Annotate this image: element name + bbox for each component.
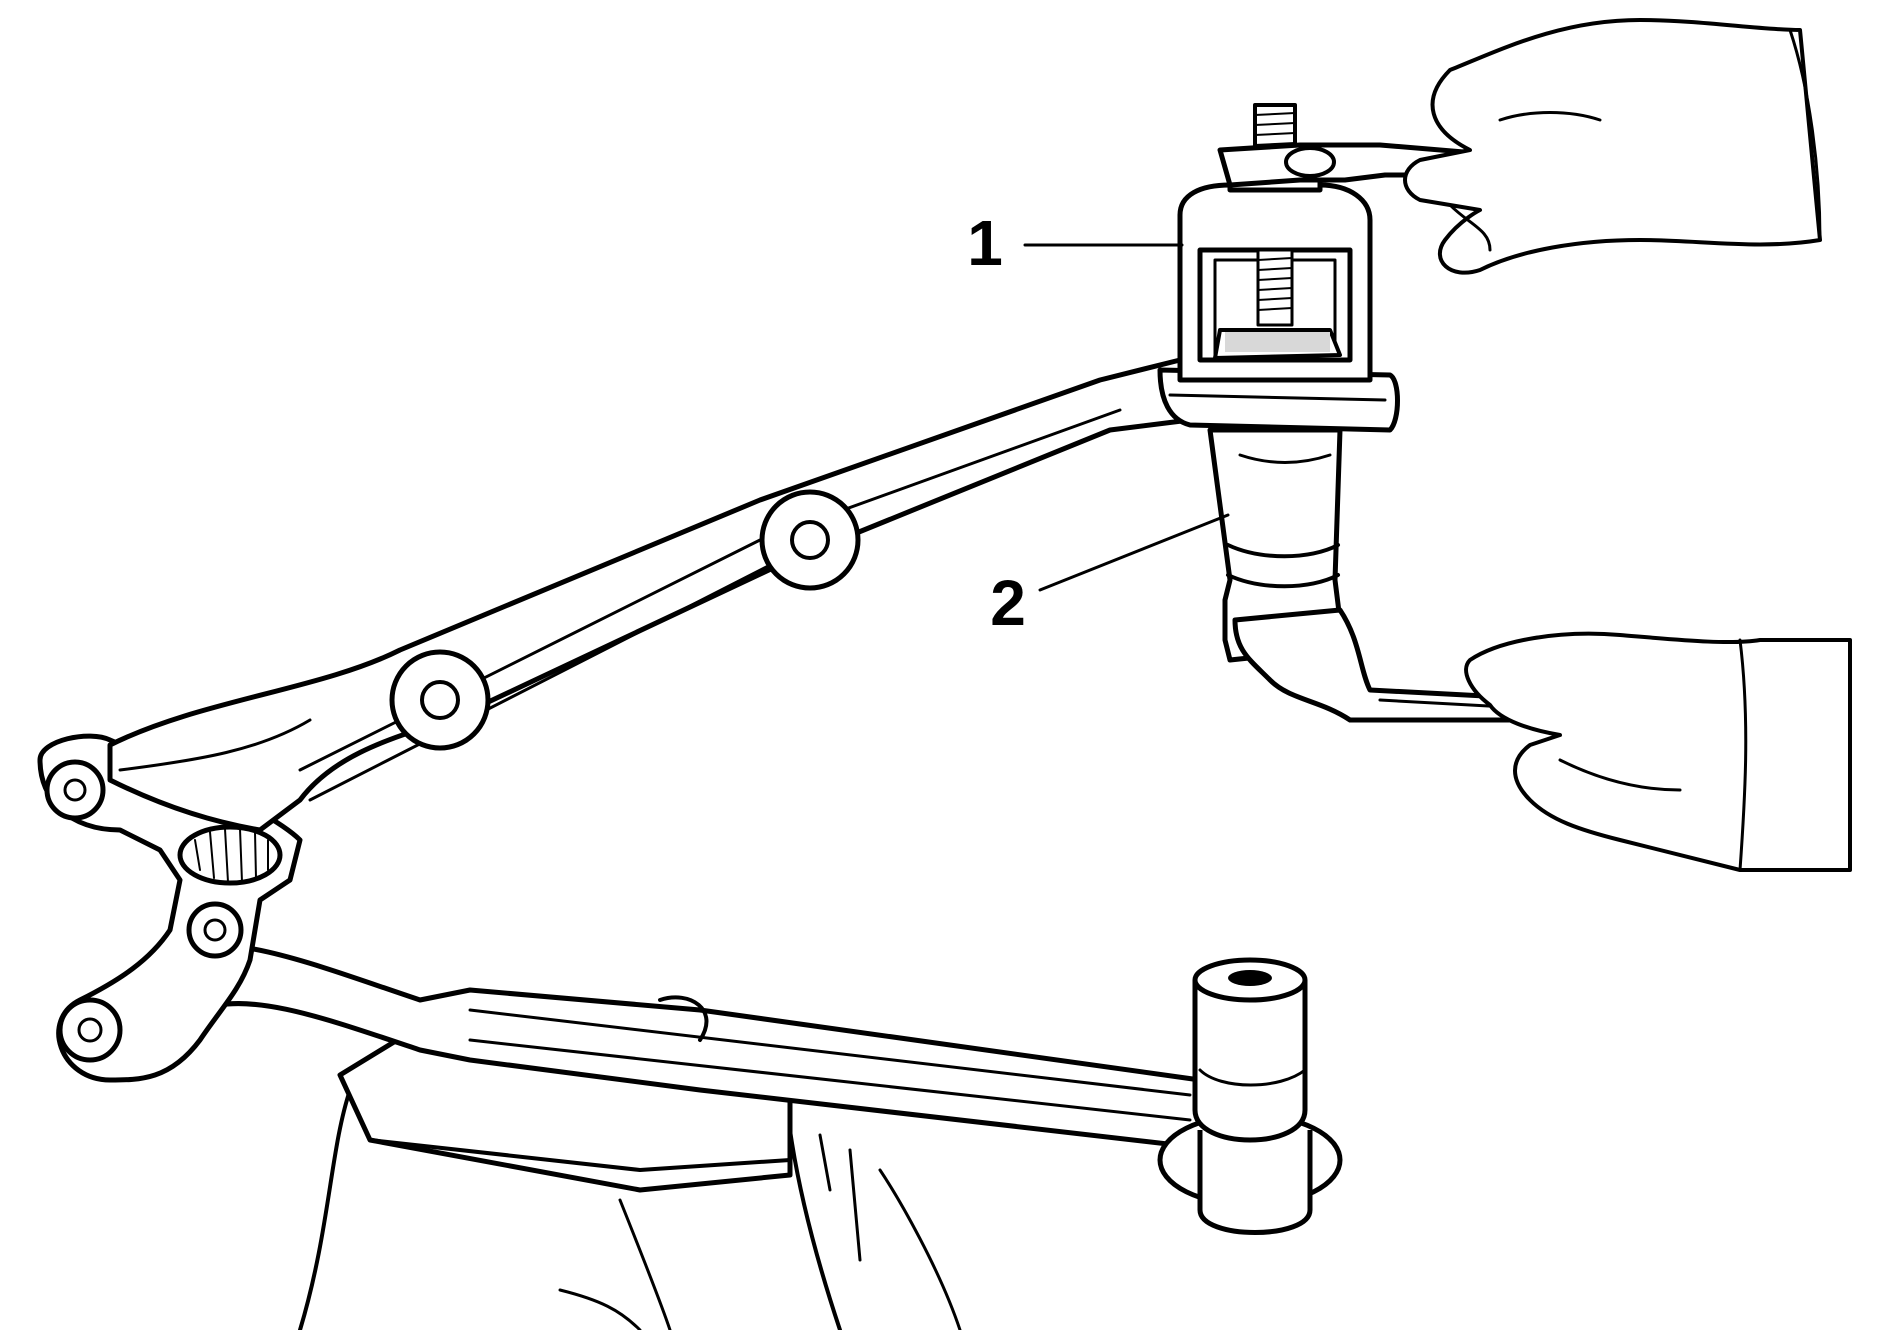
upper-hand xyxy=(1403,18,1822,275)
arm-boss-flange xyxy=(1157,367,1400,433)
callout-2-label: 2 xyxy=(990,567,1026,639)
lower-hand xyxy=(1464,631,1852,872)
callout-2-leader xyxy=(1038,513,1230,592)
long-wiper-arm xyxy=(107,357,1193,833)
lower-arm-bushing xyxy=(1157,957,1343,1235)
callout-1-label: 1 xyxy=(967,207,1003,279)
